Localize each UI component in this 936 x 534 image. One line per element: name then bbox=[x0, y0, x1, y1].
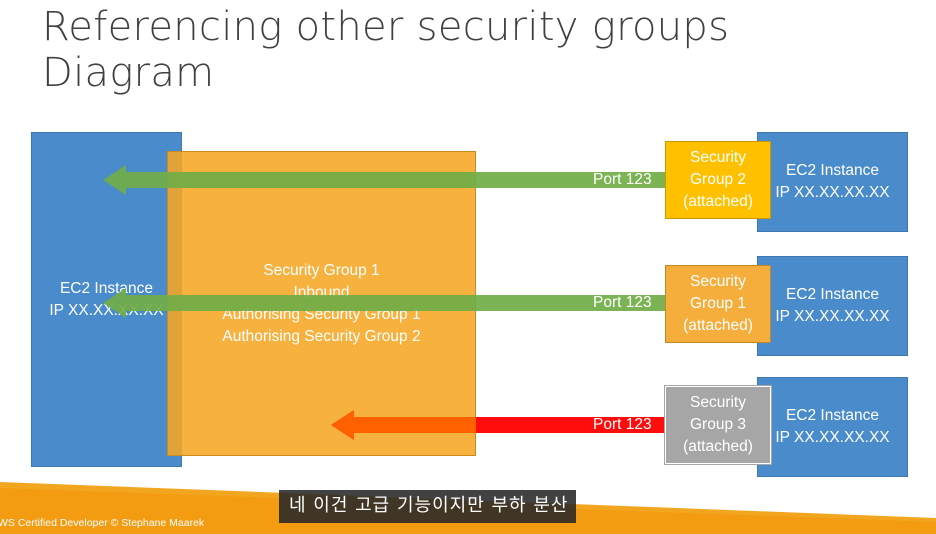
arrow-allowed-2 bbox=[103, 288, 665, 318]
port-label-2: Port 123 bbox=[593, 294, 652, 311]
sg-tag-line: Security bbox=[690, 149, 746, 166]
sg-tag-line: (attached) bbox=[683, 317, 753, 334]
security-group-3-attached: Security Group 3 (attached) bbox=[664, 385, 772, 465]
sg-tag-line: (attached) bbox=[683, 193, 753, 210]
slide-title: Referencing other security groups Diagra… bbox=[42, 4, 729, 96]
security-group-1-attached: Security Group 1 (attached) bbox=[665, 265, 771, 343]
sg-tag-line: Group 2 bbox=[689, 171, 746, 188]
ec2-instance-label: EC2 Instance bbox=[785, 162, 880, 179]
sg1-name: Security Group 1 bbox=[263, 262, 380, 279]
sg1-rule-2: Authorising Security Group 2 bbox=[222, 328, 421, 345]
slide-title-line1: Referencing other security groups bbox=[42, 4, 730, 50]
video-subtitle-caption: 네 이건 고급 기능이지만 부하 분산 bbox=[279, 490, 577, 523]
slide-title-line2: Diagram bbox=[42, 50, 215, 96]
ec2-instance-ip: IP XX.XX.XX.XX bbox=[775, 184, 890, 201]
port-label-1: Port 123 bbox=[593, 171, 652, 188]
sg-tag-line: Security bbox=[690, 273, 746, 290]
ec2-instance-right-3: EC2 Instance IP XX.XX.XX.XX bbox=[757, 377, 908, 477]
ec2-instance-label: EC2 Instance bbox=[785, 286, 880, 303]
sg-tag-line: Group 1 bbox=[689, 295, 746, 312]
ec2-instance-label: EC2 Instance bbox=[59, 279, 154, 297]
security-group-2-attached: Security Group 2 (attached) bbox=[665, 141, 771, 219]
ec2-instance-ip: IP XX.XX.XX.XX bbox=[775, 308, 890, 325]
ec2-instance-right-2: EC2 Instance IP XX.XX.XX.XX bbox=[757, 256, 908, 356]
footer-copyright: WS Certified Developer © Stephane Maarek bbox=[0, 517, 205, 529]
ec2-instance-right-1: EC2 Instance IP XX.XX.XX.XX bbox=[757, 132, 908, 232]
sg-tag-line: (attached) bbox=[683, 438, 753, 455]
ec2-instance-ip: IP XX.XX.XX.XX bbox=[775, 429, 890, 446]
port-label-3: Port 123 bbox=[593, 416, 652, 433]
arrow-allowed-1 bbox=[103, 165, 665, 195]
sg-tag-line: Security bbox=[690, 394, 746, 411]
sg-tag-line: Group 3 bbox=[689, 416, 746, 433]
ec2-instance-label: EC2 Instance bbox=[785, 407, 880, 424]
arrow-blocked-head-overlay bbox=[331, 410, 476, 440]
